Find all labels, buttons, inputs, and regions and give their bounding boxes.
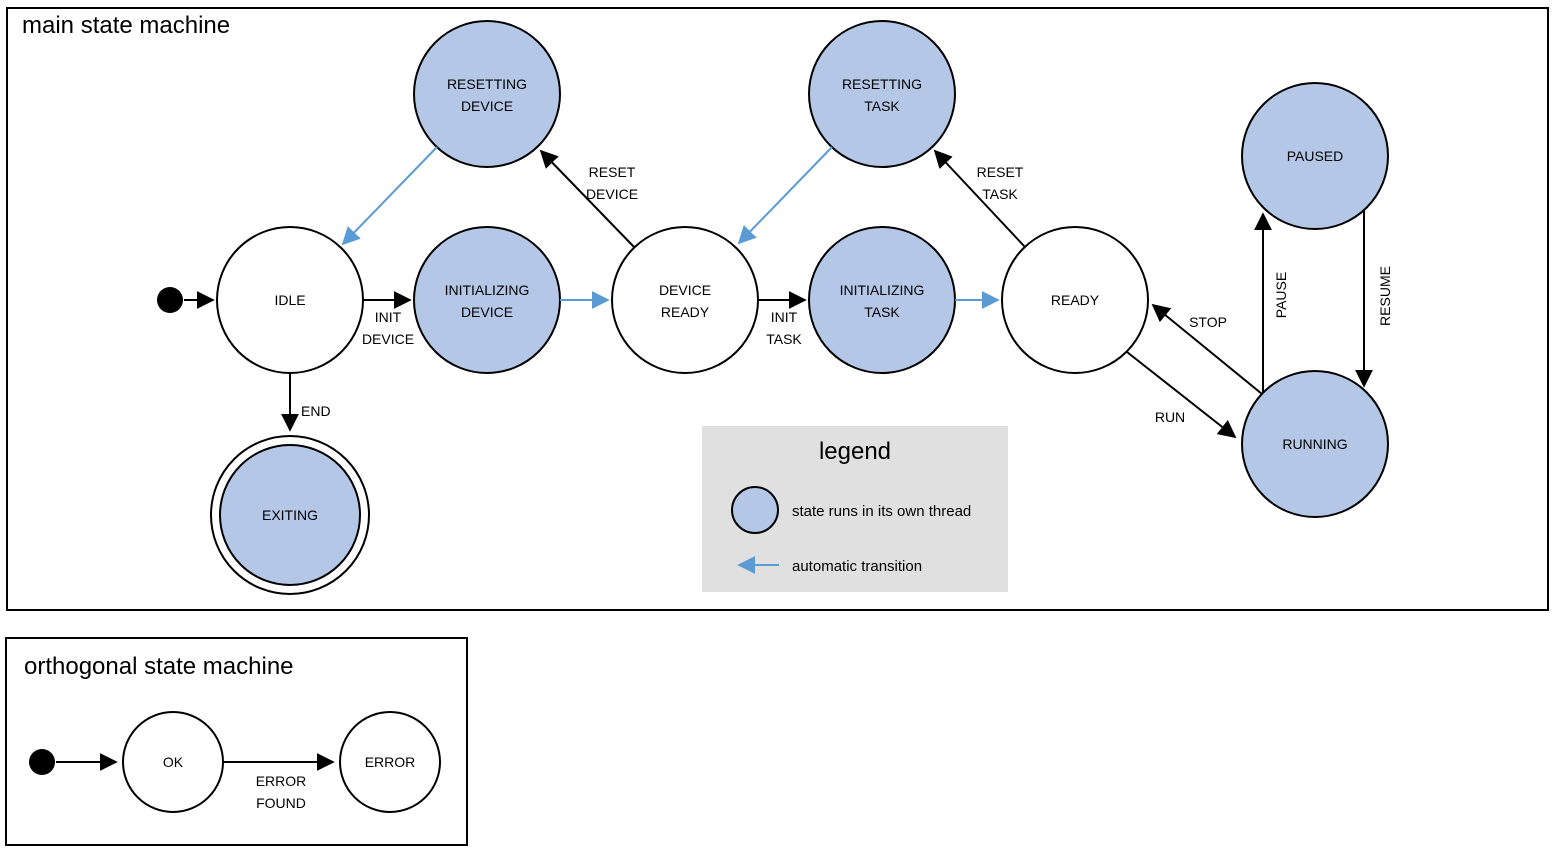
transition-reset-task-label-2: TASK — [982, 186, 1018, 202]
transition-stop-label: STOP — [1189, 314, 1227, 330]
transition-reset-task-label-1: RESET — [977, 164, 1024, 180]
state-resetting-device-label-1: RESETTING — [447, 76, 527, 92]
state-error — [339, 711, 441, 813]
state-device-ready-label-1: DEVICE — [659, 282, 711, 298]
state-initializing-device-label-2: DEVICE — [461, 304, 513, 320]
orthogonal-machine-title: orthogonal state machine — [24, 653, 294, 680]
transition-reset-device-label-2: DEVICE — [586, 186, 638, 202]
transition-init-device-label-2: DEVICE — [362, 331, 414, 347]
state-resetting-task-label-2: TASK — [864, 98, 900, 114]
legend-threaded-state-icon — [731, 486, 779, 534]
auto-transition-resetting-task-to-device-ready — [737, 146, 833, 245]
state-resetting-task-label-1: RESETTING — [842, 76, 922, 92]
transition-init-task-label-2: TASK — [766, 331, 802, 347]
state-initializing-device-label-1: INITIALIZING — [445, 282, 530, 298]
state-initializing-task — [808, 226, 956, 374]
transition-run — [1126, 351, 1237, 439]
state-ok-label: OK — [163, 754, 184, 770]
state-initializing-device — [413, 226, 561, 374]
state-running — [1241, 370, 1389, 518]
state-resetting-task — [808, 20, 956, 168]
state-resetting-device — [413, 20, 561, 168]
state-ready-label: READY — [1051, 292, 1100, 308]
transition-reset-device-label-1: RESET — [589, 164, 636, 180]
state-idle-label: IDLE — [274, 292, 305, 308]
state-device-ready — [611, 226, 759, 374]
transition-reset-device — [539, 149, 636, 249]
transition-stop — [1151, 303, 1263, 395]
transition-reset-task — [933, 149, 1026, 248]
transition-init-task-label-1: INIT — [771, 309, 798, 325]
transition-pause-label: PAUSE — [1273, 272, 1289, 318]
legend-title: legend — [819, 438, 891, 465]
main-machine-title: main state machine — [22, 12, 230, 39]
state-initializing-task-label-2: TASK — [864, 304, 900, 320]
state-exiting — [219, 444, 361, 586]
auto-transition-resetting-device-to-idle — [341, 146, 438, 246]
legend-threaded-item-label: state runs in its own thread — [792, 503, 971, 520]
state-device-ready-label-2: READY — [661, 304, 710, 320]
state-paused — [1241, 82, 1389, 230]
state-running-label: RUNNING — [1282, 436, 1347, 452]
transition-run-label: RUN — [1155, 409, 1185, 425]
state-error-label: ERROR — [365, 754, 416, 770]
legend-auto-item-label: automatic transition — [792, 558, 922, 575]
orthogonal-initial-state-dot — [29, 749, 55, 775]
state-paused-label: PAUSED — [1287, 148, 1344, 164]
state-resetting-device-label-2: DEVICE — [461, 98, 513, 114]
state-ready — [1001, 226, 1149, 374]
transition-resume-label: RESUME — [1377, 266, 1393, 326]
state-exiting-label: EXITING — [262, 507, 318, 523]
transition-end-label: END — [301, 403, 331, 419]
main-initial-state-dot — [157, 287, 183, 313]
transition-init-device-label-1: INIT — [375, 309, 402, 325]
transition-error-found-label-2: FOUND — [256, 795, 306, 811]
transition-error-found-label-1: ERROR — [256, 773, 307, 789]
state-initializing-task-label-1: INITIALIZING — [840, 282, 925, 298]
